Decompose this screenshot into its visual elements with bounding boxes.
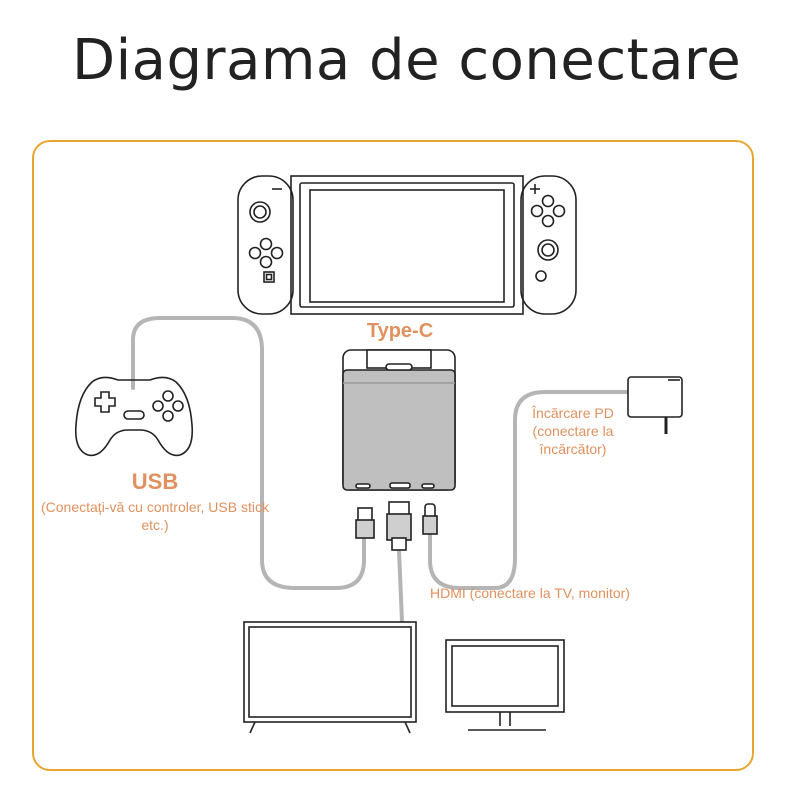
- typec-plug: [422, 503, 438, 535]
- usb-cable: [131, 316, 366, 590]
- charger-icon: [627, 376, 683, 434]
- diagram-frame: [32, 140, 754, 771]
- page-title: Diagrama de conectare: [72, 28, 742, 93]
- hdmi-plug: [386, 501, 412, 551]
- type-c-label: Type-C: [366, 320, 434, 342]
- hdmi-monitor-cable: [428, 390, 632, 590]
- monitor-icon: [445, 639, 565, 731]
- pd-charging-label: Încărcare PD (conectare la încărcător): [532, 405, 614, 458]
- usb-label: USB: [131, 469, 179, 494]
- hdmi-tv-cable: [397, 548, 404, 624]
- tv-icon: [243, 621, 417, 734]
- dock-icon: [342, 349, 456, 491]
- console-icon: [237, 175, 577, 315]
- gamepad-icon: [74, 376, 194, 457]
- usb-plug: [355, 507, 375, 539]
- usb-description: (Conectați-vă cu controler, USB stick et…: [41, 499, 269, 534]
- cables: [131, 316, 632, 624]
- hdmi-label: HDMI (conectare la TV, monitor): [430, 585, 630, 601]
